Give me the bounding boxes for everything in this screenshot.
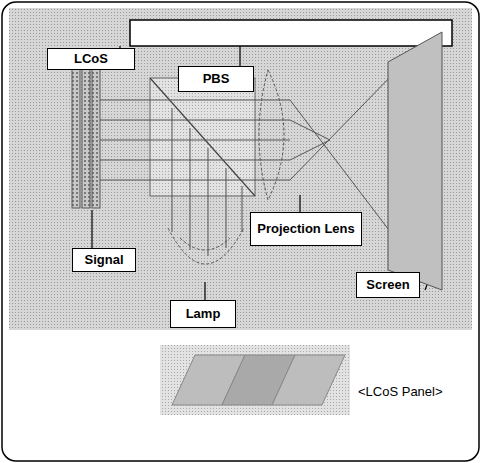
housing-bar <box>130 20 452 46</box>
screen-surface <box>388 32 442 290</box>
leader-lines <box>92 46 432 300</box>
part-label: LCoS <box>74 52 108 66</box>
lcos-panel-image <box>160 345 350 415</box>
label-box: Lamp <box>170 300 236 328</box>
part-label: PBS <box>203 72 230 86</box>
label-box: LCoS <box>47 48 135 70</box>
part-label: Lamp <box>186 307 221 321</box>
part-label: Screen <box>366 278 409 292</box>
projection-lens <box>259 70 284 200</box>
lamp-reflector <box>168 228 244 264</box>
light-rays <box>100 72 395 256</box>
lcos-panel <box>72 68 100 208</box>
label-box: Screen <box>356 272 420 298</box>
label-box: Projection Lens <box>250 212 362 246</box>
figure-caption: <LCoS Panel> <box>358 385 443 399</box>
label-box: PBS <box>178 66 254 92</box>
label-box: Signal <box>72 248 136 272</box>
part-label: Signal <box>84 253 123 267</box>
pbs-cube <box>150 78 255 196</box>
background-panel <box>9 8 472 330</box>
part-label: Projection Lens <box>257 222 355 236</box>
